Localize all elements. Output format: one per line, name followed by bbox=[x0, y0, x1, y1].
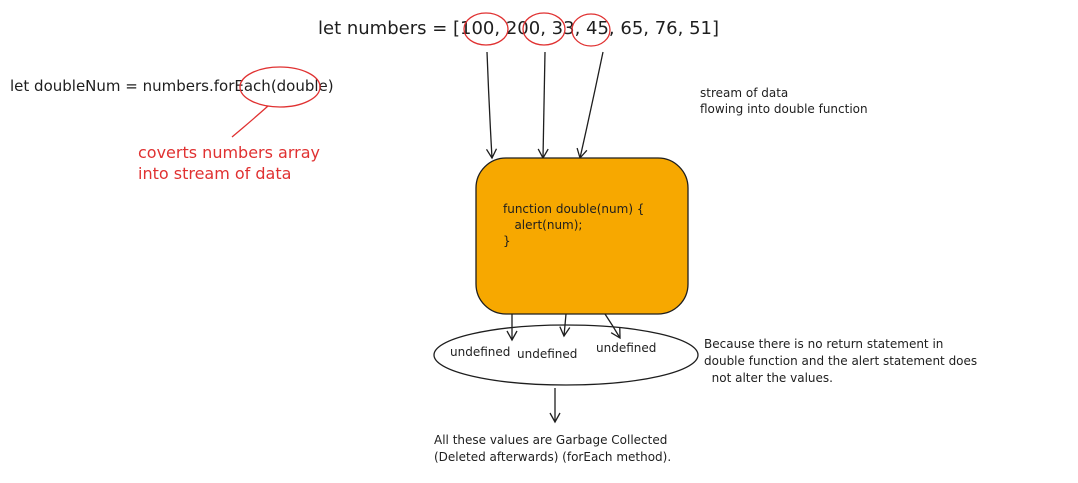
highlight-circle-33 bbox=[571, 13, 611, 47]
function-box bbox=[475, 157, 689, 315]
arrow-function-to-result-3 bbox=[604, 313, 621, 340]
garbage-collection-note: All these values are Garbage Collected (… bbox=[434, 432, 671, 466]
arrow-200-to-function bbox=[537, 51, 549, 160]
number-item-76: 76 bbox=[654, 18, 678, 39]
highlight-circle-100 bbox=[463, 12, 509, 46]
stream-note-line-1: stream of data bbox=[700, 86, 789, 100]
stream-note-line-2: flowing into double function bbox=[700, 101, 868, 116]
numbers-declaration: let numbers = [100, 200, 33, 45, 65, 76,… bbox=[318, 18, 720, 39]
code-line-1: function double(num) { bbox=[503, 202, 645, 216]
number-item-45: 45 bbox=[586, 18, 609, 39]
results-ellipse bbox=[433, 324, 699, 386]
highlight-circle-foreach bbox=[239, 66, 321, 108]
code-line-3: } bbox=[503, 234, 511, 248]
stream-note: stream of data flowing into double funct… bbox=[700, 86, 868, 117]
result-undefined-2: undefined bbox=[517, 347, 578, 361]
numbers-suffix: ] bbox=[712, 18, 720, 39]
number-item-51: 51 bbox=[689, 18, 712, 39]
number-item-65: 65 bbox=[620, 18, 644, 39]
result-undefined-1: undefined bbox=[450, 345, 511, 359]
reason-note: Because there is no return statement in … bbox=[704, 336, 977, 387]
annotation-pointer bbox=[231, 105, 269, 138]
gc-note-line-2: (Deleted afterwards) (forEach method). bbox=[434, 450, 672, 464]
reason-note-line-3: not alter the values. bbox=[704, 371, 833, 385]
result-undefined-3: undefined bbox=[596, 341, 657, 355]
double-num-declaration: let doubleNum = numbers.forEach(double) bbox=[10, 77, 334, 97]
code-line-2: alert(num); bbox=[503, 218, 583, 232]
arrow-100-to-function bbox=[485, 51, 498, 160]
numbers-prefix: let numbers = [ bbox=[318, 18, 461, 39]
foreach-annotation: coverts numbers array into stream of dat… bbox=[138, 143, 320, 185]
number-item-33: 33 bbox=[551, 18, 575, 39]
reason-note-line-2: double function and the alert statement … bbox=[704, 354, 978, 368]
double-num-prefix: let doubleNum = numbers. bbox=[10, 77, 214, 95]
reason-note-line-1: Because there is no return statement in bbox=[704, 337, 944, 351]
foreach-method: forEach bbox=[213, 77, 271, 95]
number-item-100: 100 bbox=[460, 18, 495, 39]
annotation-line-2: into stream of data bbox=[138, 163, 292, 183]
highlight-circle-200 bbox=[522, 12, 566, 46]
arrow-33-to-function bbox=[576, 51, 604, 160]
annotation-line-1: coverts numbers array bbox=[138, 143, 320, 162]
gc-note-line-1: All these values are Garbage Collected bbox=[434, 433, 668, 447]
